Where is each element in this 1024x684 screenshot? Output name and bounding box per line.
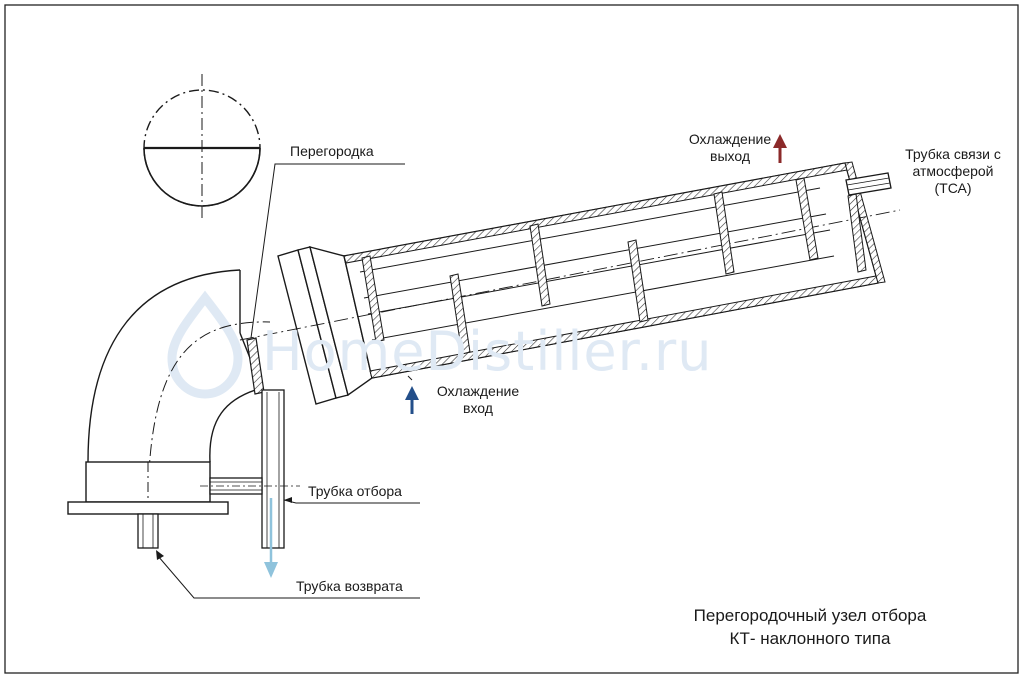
label-takeoff-tube: Трубка отбора <box>308 483 402 499</box>
label-vent-tube: Трубка связи с атмосферой (ТСА) <box>893 146 1013 197</box>
column-flange <box>277 246 373 405</box>
label-coolant-out-line2: выход <box>710 148 750 164</box>
label-return-tube: Трубка возврата <box>296 578 403 594</box>
coolant-out-arrow <box>773 134 787 163</box>
drawing-frame <box>4 4 1019 674</box>
coolant-in-arrow <box>405 386 419 414</box>
label-partition: Перегородка <box>290 143 374 159</box>
label-coolant-in: Охлаждение вход <box>420 383 536 417</box>
label-vent-line2: атмосферой <box>912 163 994 179</box>
vent-tube <box>845 172 892 196</box>
label-coolant-in-line1: Охлаждение <box>436 383 520 399</box>
section-view <box>143 74 261 222</box>
leader-lines <box>157 163 420 599</box>
watermark-text: HomeDistiller.ru <box>262 320 713 383</box>
label-coolant-in-line2: вход <box>463 400 493 416</box>
takeoff-flow-arrow <box>264 498 278 578</box>
return-leader-arrowhead <box>156 550 164 560</box>
watermark-logo <box>167 290 243 399</box>
drawing-title-line2: КТ- наклонного типа <box>729 629 891 648</box>
label-vent-line3: (ТСА) <box>934 180 972 196</box>
bottom-flange <box>67 501 229 515</box>
label-coolant-out: Охлаждение выход <box>672 131 788 165</box>
inclined-column <box>239 161 901 379</box>
takeoff-tube-vertical <box>261 389 285 549</box>
label-coolant-out-line1: Охлаждение <box>688 131 772 147</box>
drawing-title-line1: Перегородочный узел отбора <box>693 606 927 625</box>
label-vent-line1: Трубка связи с <box>905 146 1001 162</box>
takeoff-leader-arrowhead <box>284 497 292 503</box>
return-tube <box>137 513 159 549</box>
drawing-title: Перегородочный узел отбора КТ- наклонног… <box>640 604 980 650</box>
